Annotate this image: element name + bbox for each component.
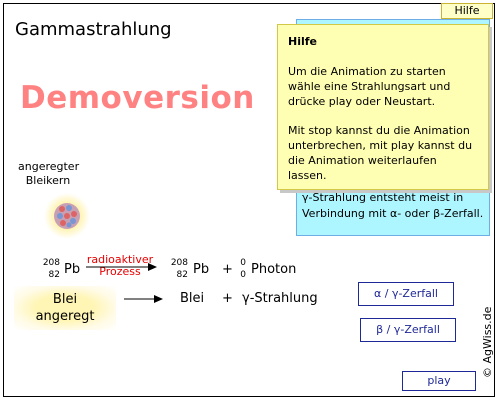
help-popup: Hilfe Um die Animation zu starten wähle … bbox=[277, 24, 489, 190]
beta-gamma-button[interactable]: β / γ-Zerfall bbox=[360, 318, 456, 342]
help-heading: Hilfe bbox=[288, 35, 317, 48]
reaction-arrow-icon bbox=[86, 263, 157, 271]
photon-atomic: 0 bbox=[240, 270, 246, 280]
lead-glow bbox=[14, 286, 116, 330]
plus-sign-2: + bbox=[222, 291, 233, 306]
demo-watermark: Demoversion bbox=[20, 80, 255, 116]
alpha-gamma-button[interactable]: α / γ-Zerfall bbox=[358, 282, 454, 306]
lead-label: Blei bbox=[180, 291, 205, 306]
process-label: radioaktiver Prozess bbox=[84, 254, 156, 278]
isotope-mass-right: 208 bbox=[170, 258, 188, 268]
plus-sign: + bbox=[222, 262, 233, 277]
process-line-1: radioaktiver bbox=[86, 253, 154, 266]
isotope-mass-left: 208 bbox=[42, 258, 60, 268]
nucleus-label: angeregter Bleikern bbox=[18, 160, 80, 187]
help-paragraph-1: Um die Animation zu starten wähle eine S… bbox=[288, 65, 451, 108]
isotope-atomic-left: 82 bbox=[48, 270, 60, 280]
excited-nucleus-icon bbox=[44, 193, 90, 239]
photon-mass: 0 bbox=[240, 258, 246, 268]
play-button[interactable]: play bbox=[402, 371, 476, 391]
word-arrow-icon bbox=[124, 295, 163, 303]
isotope-atomic-right: 82 bbox=[176, 270, 188, 280]
process-line-2: Prozess bbox=[99, 265, 141, 278]
page-title: Gammastrahlung bbox=[15, 19, 172, 40]
symbol-right: Pb bbox=[193, 262, 210, 277]
gamma-radiation-label: γ-Strahlung bbox=[242, 291, 318, 306]
lead-excited-label: Blei angeregt bbox=[35, 292, 95, 324]
info-text: γ-Strahlung entsteht meist in Verbindung… bbox=[302, 191, 484, 220]
help-paragraph-2: Mit stop kannst du die Animation unterbr… bbox=[288, 124, 473, 182]
copyright-credit: © AgWiss.de bbox=[481, 306, 494, 378]
photon-label: Photon bbox=[251, 262, 297, 277]
symbol-left: Pb bbox=[64, 262, 81, 277]
help-tab-button[interactable]: Hilfe bbox=[441, 3, 493, 19]
